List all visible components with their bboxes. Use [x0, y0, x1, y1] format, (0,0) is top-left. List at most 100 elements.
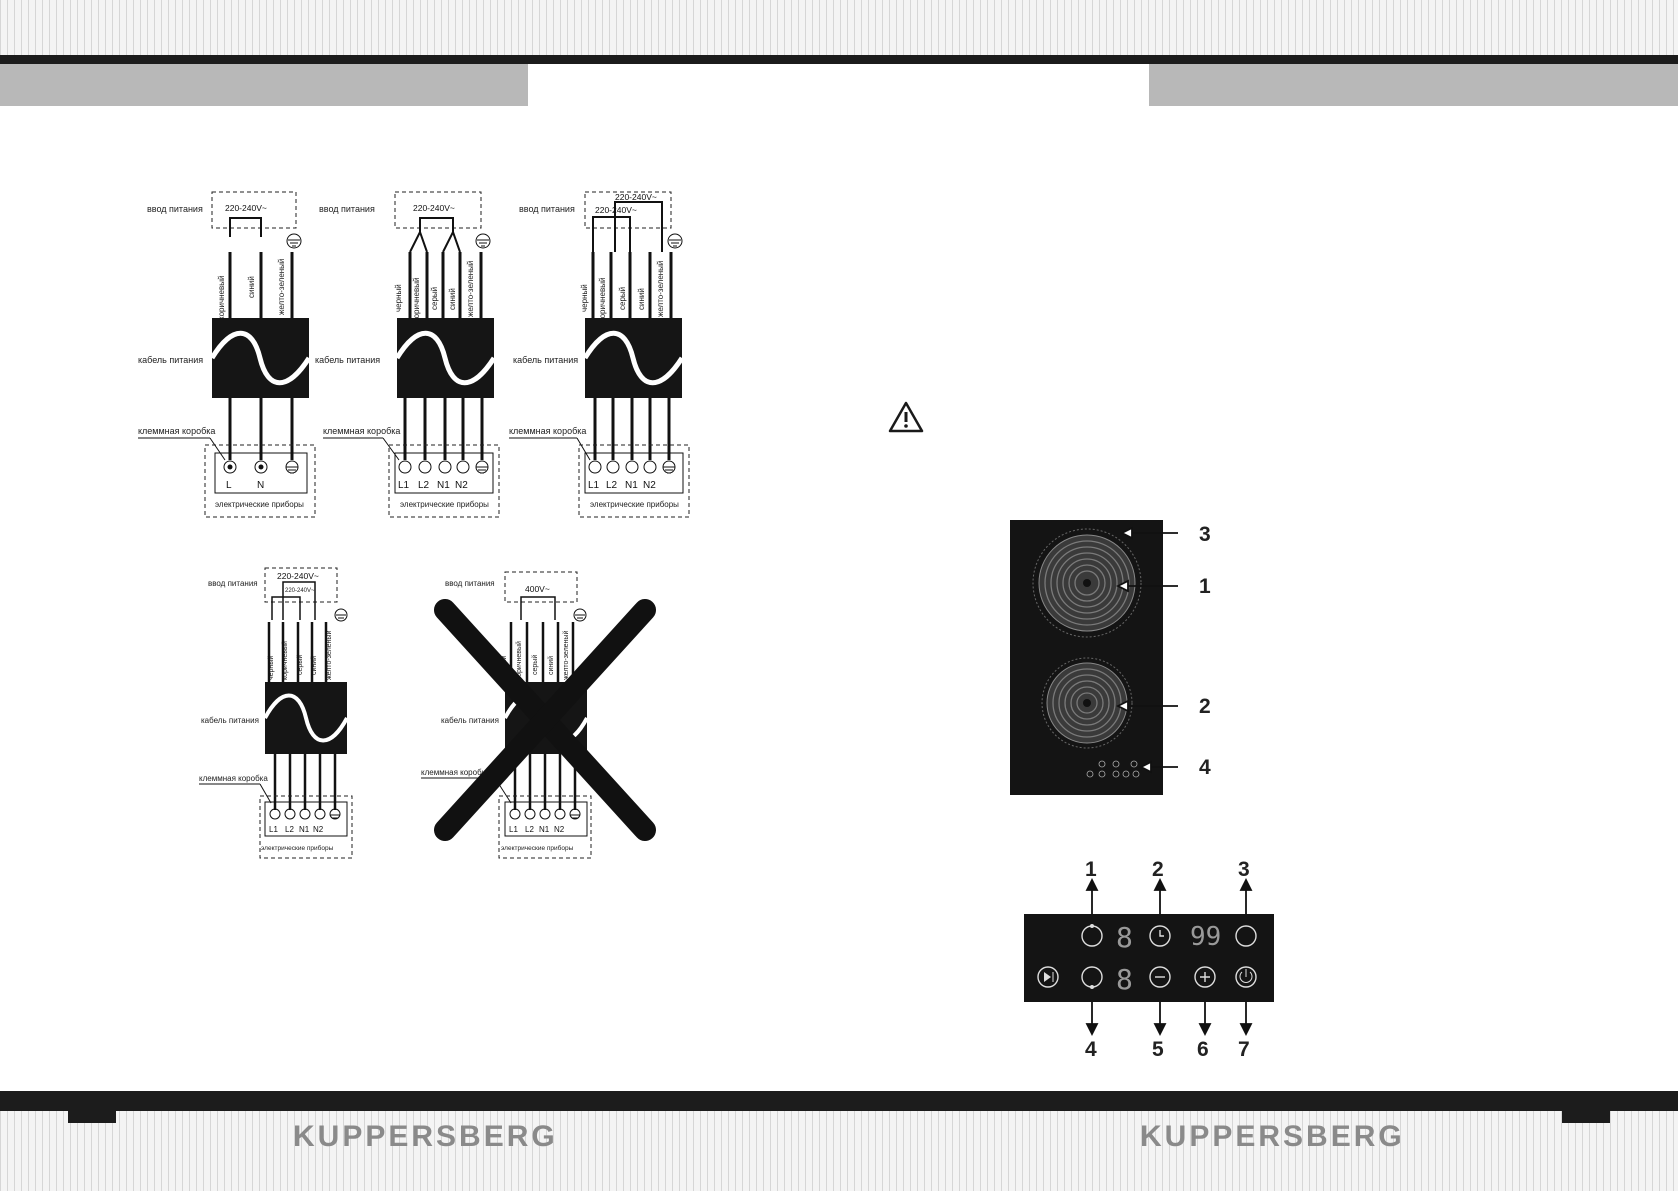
terminal-label-N1: N1 — [437, 480, 450, 491]
appliances-label: электрические приборы — [400, 500, 489, 509]
header-band-left — [0, 64, 528, 106]
appliances-label: электрические приборы — [501, 844, 574, 852]
wire-label-grey: серый — [296, 655, 304, 675]
panel-callout-6: 6 — [1197, 1038, 1209, 1061]
voltage-label-top: 220-240V~ — [615, 192, 657, 202]
voltage-label-400: 400V~ — [525, 584, 550, 594]
terminal-label-L2: L2 — [525, 825, 534, 834]
lock-key-icon — [1235, 925, 1257, 947]
power-input-label: ввод питания — [319, 204, 375, 214]
power-cable-label: кабель питания — [138, 355, 203, 365]
power-input-label: ввод питания — [147, 204, 203, 214]
panel-callout-2: 2 — [1152, 858, 1164, 881]
voltage-label: 220-240V~ — [413, 203, 455, 213]
panel-callout-3: 3 — [1238, 858, 1250, 881]
wire-label-black: черный — [394, 284, 403, 312]
plus-icon — [1194, 966, 1216, 988]
appliances-label: электрические приборы — [261, 844, 334, 852]
terminal-label-L1: L1 — [398, 480, 410, 491]
footer-tab-left — [68, 1111, 116, 1123]
power-icon — [1235, 966, 1257, 988]
terminal-label-N: N — [257, 480, 264, 491]
power-cable-label: кабель питания — [441, 716, 499, 725]
wiring-diagram-400v-prohibited: ввод питания 400V~ черный коричневый сер… — [421, 571, 656, 859]
wire-label-yellow-green: желто-зеленый — [562, 631, 570, 680]
terminal-label-N2: N2 — [643, 480, 656, 491]
header-bar — [0, 55, 1678, 64]
wire-label-yellow-green: желто-зеленый — [325, 631, 333, 680]
wiring-diagram-two-phase-separate: ввод питания 220-240V~ 220-240V~ черный … — [509, 191, 690, 518]
wire-label-brown: коричневый — [281, 641, 289, 680]
wiring-diagram-single-phase: ввод питания 220-240V~ коричневый синий … — [138, 191, 316, 518]
terminal-label-L2: L2 — [285, 825, 294, 834]
hob-top-view: 3 1 2 4 — [1010, 520, 1211, 795]
zone-1-display: 8 — [1116, 921, 1133, 954]
panel-callout-4: 4 — [1085, 1038, 1097, 1061]
prohibited-cross-mark — [434, 599, 656, 841]
header-band-right — [1149, 64, 1678, 106]
footer-tab-right — [1562, 1111, 1610, 1123]
minus-icon — [1149, 966, 1171, 988]
power-cable-label: кабель питания — [513, 355, 578, 365]
panel-callout-7: 7 — [1238, 1038, 1250, 1061]
power-input-label: ввод питания — [445, 579, 495, 588]
terminal-label-N2: N2 — [455, 480, 468, 491]
power-cable-label: кабель питания — [315, 355, 380, 365]
terminal-label-N1: N1 — [625, 480, 638, 491]
hob-callout-3: 3 — [1199, 523, 1211, 546]
power-input-label: ввод питания — [208, 579, 258, 588]
zone-2-display: 8 — [1116, 963, 1133, 996]
warning-icon — [888, 401, 924, 433]
terminal-box-label: клеммная коробка — [323, 426, 400, 436]
brand-logo-right: KUPPERSBERG — [1140, 1120, 1405, 1153]
control-panel-miniature — [1086, 760, 1140, 778]
wire-label-grey: серый — [618, 287, 627, 310]
appliances-label: электрические приборы — [215, 500, 304, 509]
footer-stripes — [0, 1111, 1678, 1191]
power-input-label: ввод питания — [519, 204, 575, 214]
timer-display: 99 — [1190, 922, 1221, 952]
terminal-label-N1: N1 — [539, 825, 550, 834]
wire-label-brown: коричневый — [515, 641, 523, 680]
wiring-diagram-two-phase-small: ввод питания 220-240V~ 220-240V~ черный … — [199, 567, 353, 859]
terminal-box-label: клеммная коробка — [199, 774, 268, 783]
hob-callout-4: 4 — [1199, 756, 1211, 779]
terminal-label-N2: N2 — [554, 825, 565, 834]
power-play-icon — [1037, 966, 1059, 988]
terminal-label-L1: L1 — [509, 825, 518, 834]
terminal-label-L1: L1 — [588, 480, 600, 491]
wire-label-blue: синий — [247, 276, 256, 298]
wire-label-yellow-green: желто-зеленый — [277, 259, 286, 315]
voltage-label: 220-240V~ — [225, 203, 267, 213]
terminal-box-label: клеммная коробка — [509, 426, 586, 436]
control-panel-diagram: 1 2 3 8 8 99 4 5 6 7 — [1024, 858, 1274, 1061]
terminal-label-L: L — [226, 480, 232, 491]
wire-label-yellow-green: желто-зеленый — [466, 261, 475, 317]
wire-label-grey: серый — [531, 655, 539, 675]
voltage-label-top: 220-240V~ — [277, 571, 319, 581]
voltage-label-small: 220-240V~ — [285, 588, 315, 594]
timer-clock-icon — [1149, 925, 1171, 947]
wire-label-grey: серый — [430, 287, 439, 310]
terminal-label-N1: N1 — [299, 825, 310, 834]
wiring-diagram-two-phase: ввод питания 220-240V~ черный коричневый… — [315, 191, 500, 518]
wire-label-black: черный — [580, 284, 589, 312]
wire-label-blue: синий — [547, 656, 555, 675]
brand-logo-left: KUPPERSBERG — [293, 1120, 558, 1153]
wire-label-brown: коричневый — [412, 278, 421, 322]
wire-label-blue: синий — [637, 288, 646, 310]
terminal-label-L2: L2 — [606, 480, 618, 491]
power-cable-label: кабель питания — [201, 716, 259, 725]
terminal-label-L2: L2 — [418, 480, 430, 491]
hob-callout-2: 2 — [1199, 695, 1211, 718]
terminal-box-label: клеммная коробка — [421, 768, 490, 777]
wire-label-brown: коричневый — [217, 276, 226, 320]
wire-label-black: черный — [267, 656, 275, 680]
panel-callout-5: 5 — [1152, 1038, 1164, 1061]
wire-label-yellow-green: желто-зеленый — [656, 261, 665, 317]
terminal-label-L1: L1 — [269, 825, 278, 834]
wire-label-blue: синий — [448, 288, 457, 310]
footer-bar — [0, 1091, 1678, 1111]
header-stripes — [0, 0, 1678, 55]
terminal-label-N2: N2 — [313, 825, 324, 834]
